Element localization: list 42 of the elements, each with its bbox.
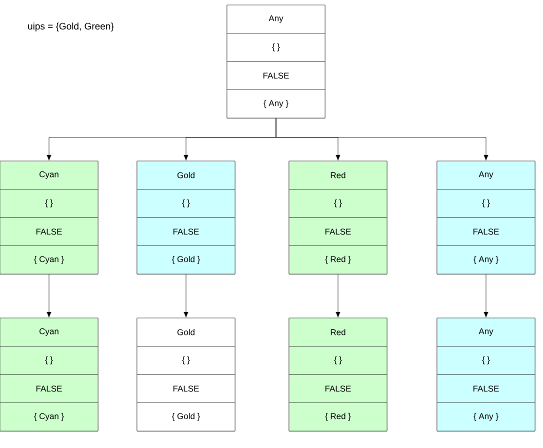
table-cell: { }: [436, 346, 536, 375]
table-cell: FALSE: [226, 61, 326, 90]
table-cell: { }: [136, 189, 236, 218]
table-cell: { Red }: [288, 402, 388, 432]
table-cell: Red: [288, 160, 388, 190]
table-cell: Cyan: [0, 160, 98, 190]
table-cell: { Cyan }: [0, 402, 98, 432]
table-cell: FALSE: [436, 217, 536, 246]
table-cell: Red: [288, 318, 388, 346]
table-cell: Any: [436, 318, 536, 346]
table-cell: FALSE: [136, 374, 236, 403]
table-cell: { }: [436, 189, 536, 218]
table-cell: Gold: [136, 160, 236, 190]
table-cell: FALSE: [436, 374, 536, 403]
note-text: uips = {Gold, Green}: [28, 22, 114, 32]
table-cell: FALSE: [288, 217, 388, 246]
table-cell: Gold: [136, 318, 236, 346]
table-cell: { Gold }: [136, 402, 236, 432]
arrow: [484, 274, 488, 318]
arrow: [336, 274, 340, 318]
table-cell: { Any }: [436, 402, 536, 432]
arrow: [276, 118, 488, 160]
table-cell: { }: [0, 346, 98, 375]
table-cell: Cyan: [0, 318, 98, 346]
table-cell: { }: [288, 346, 388, 375]
table-cell: FALSE: [0, 217, 98, 246]
table-cell: Any: [226, 4, 326, 34]
arrow: [46, 274, 52, 318]
table-cell: { }: [226, 33, 326, 62]
table-cell: { }: [136, 346, 236, 375]
table-cell: { Any }: [226, 90, 326, 118]
table-cell: { }: [0, 189, 98, 218]
table-cell: Any: [436, 160, 536, 190]
table-cell: { Any }: [436, 246, 536, 274]
table-cell: { Red }: [288, 246, 388, 274]
table-cell: { Gold }: [136, 246, 236, 274]
table-cell: { Cyan }: [0, 246, 98, 274]
arrow: [184, 274, 188, 318]
table-cell: FALSE: [288, 374, 388, 403]
table-cell: FALSE: [136, 217, 236, 246]
table-cell: { }: [288, 189, 388, 218]
table-cell: FALSE: [0, 374, 98, 403]
